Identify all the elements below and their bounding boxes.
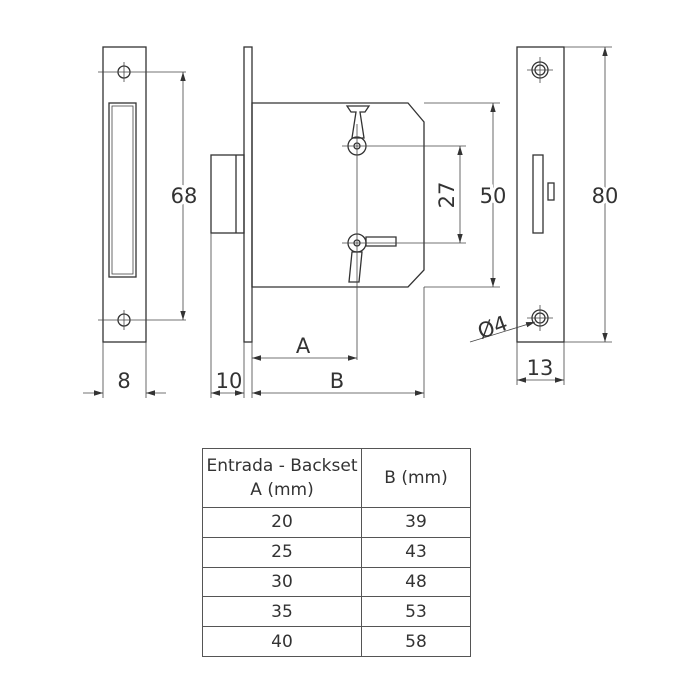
cell-b: 58: [361, 626, 471, 657]
lock-body-side-view: [210, 46, 500, 360]
dimension-50: 50: [477, 103, 509, 287]
header-b: B (mm): [361, 448, 471, 508]
strike-plate-view: [516, 46, 612, 343]
dim-label-10: 10: [216, 369, 243, 393]
dimension-a: A: [251, 287, 357, 398]
cell-a: 25: [202, 536, 362, 568]
cell-a: 20: [202, 507, 362, 538]
dimension-27: 27: [435, 146, 463, 243]
table-row: 40 58: [202, 626, 471, 657]
cell-a: 40: [202, 626, 362, 657]
dimension-8: 8: [83, 342, 166, 398]
dimension-68: 68: [168, 72, 200, 320]
cell-b: 39: [361, 507, 471, 538]
dim-label-50: 50: [480, 184, 507, 208]
dim-label-8: 8: [117, 369, 130, 393]
cell-b: 43: [361, 536, 471, 568]
dimension-13: 13: [516, 342, 565, 385]
cell-b: 53: [361, 596, 471, 628]
dim-label-13: 13: [527, 356, 554, 380]
cell-b: 48: [361, 566, 471, 598]
dim-label-a: A: [296, 334, 311, 358]
cell-a: 30: [202, 566, 362, 598]
table-row: 35 53: [202, 596, 471, 628]
dim-label-diameter-4: Ø4: [474, 311, 510, 344]
table-header-row: Entrada - Backset A (mm) B (mm): [202, 448, 471, 508]
faceplate-front-view: [98, 46, 186, 343]
table-row: 30 48: [202, 566, 471, 598]
dimension-80: 80: [589, 47, 621, 342]
dimension-b: B: [252, 287, 425, 398]
lock-technical-drawing: 68 8 27 50 A: [83, 46, 621, 398]
dim-label-80: 80: [592, 184, 619, 208]
table-row: 25 43: [202, 536, 471, 568]
dim-label-68: 68: [171, 184, 198, 208]
header-backset-a: Entrada - Backset A (mm): [202, 448, 362, 508]
cell-a: 35: [202, 596, 362, 628]
table-row: 20 39: [202, 507, 471, 538]
dimension-10: 10: [210, 233, 245, 398]
dim-label-b: B: [330, 369, 344, 393]
dimension-diameter-4: Ø4: [469, 311, 536, 344]
backset-dimension-table: Entrada - Backset A (mm) B (mm) 20 39 25…: [202, 448, 471, 657]
dim-label-27: 27: [435, 182, 459, 209]
